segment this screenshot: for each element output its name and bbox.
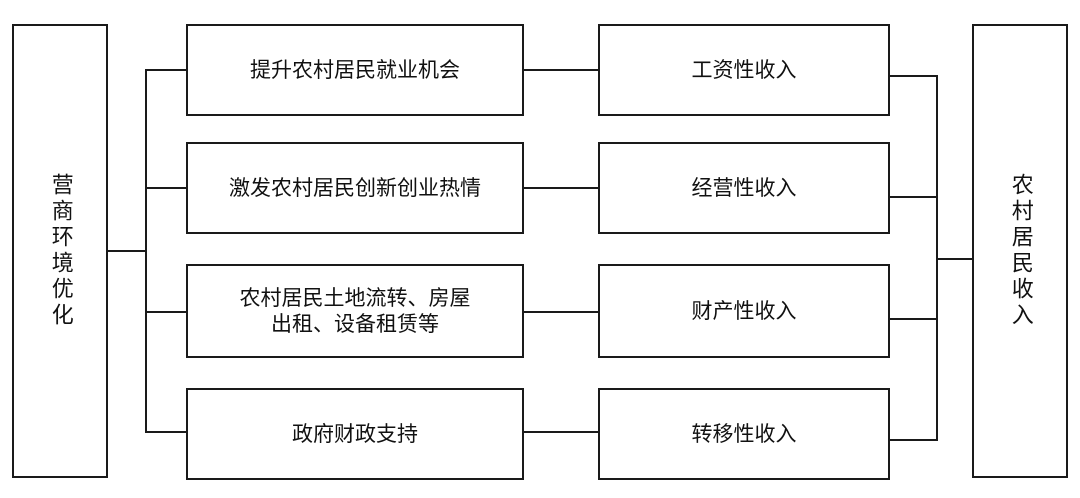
factor-label-employment: 提升农村居民就业机会 xyxy=(250,57,460,82)
income-box-operating: 经营性收入 xyxy=(598,142,890,234)
rural-income-box: 农村居民收入 xyxy=(972,24,1068,478)
connector-factor-income-1 xyxy=(524,69,598,71)
business-environment-box: 营商环境优化 xyxy=(12,24,108,478)
rural-income-label: 农村居民收入 xyxy=(1007,173,1033,329)
connector-right-stub xyxy=(936,258,972,260)
connector-income-to-bus-3 xyxy=(890,318,937,320)
factor-label-entrepreneurship: 激发农村居民创新创业热情 xyxy=(229,175,481,200)
income-label-wage: 工资性收入 xyxy=(691,57,797,82)
income-box-wage: 工资性收入 xyxy=(598,24,890,116)
connector-bus-to-factor-1 xyxy=(145,69,186,71)
connector-income-to-bus-2 xyxy=(890,196,937,198)
factor-box-entrepreneurship: 激发农村居民创新创业热情 xyxy=(186,142,524,234)
connector-bus-to-factor-3 xyxy=(145,311,186,313)
connector-bus-to-factor-2 xyxy=(145,187,186,189)
connector-income-to-bus-4 xyxy=(890,439,937,441)
factor-box-fiscal-support: 政府财政支持 xyxy=(186,388,524,480)
connector-factor-income-2 xyxy=(524,187,598,189)
income-label-transfer: 转移性收入 xyxy=(691,421,797,446)
factor-label-land-transfer: 农村居民土地流转、房屋 出租、设备租赁等 xyxy=(239,285,471,336)
income-box-property: 财产性收入 xyxy=(598,264,890,358)
income-label-operating: 经营性收入 xyxy=(691,175,797,200)
connector-factor-income-3 xyxy=(524,311,598,313)
factor-box-land-transfer: 农村居民土地流转、房屋 出租、设备租赁等 xyxy=(186,264,524,358)
business-environment-label: 营商环境优化 xyxy=(47,173,73,329)
connector-left-stub xyxy=(108,250,146,252)
connector-left-bus xyxy=(145,70,147,432)
income-box-transfer: 转移性收入 xyxy=(598,388,890,480)
connector-factor-income-4 xyxy=(524,431,598,433)
connector-income-to-bus-1 xyxy=(890,75,937,77)
factor-box-employment: 提升农村居民就业机会 xyxy=(186,24,524,116)
factor-label-fiscal-support: 政府财政支持 xyxy=(292,421,418,446)
income-label-property: 财产性收入 xyxy=(691,298,797,323)
connector-bus-to-factor-4 xyxy=(145,431,186,433)
